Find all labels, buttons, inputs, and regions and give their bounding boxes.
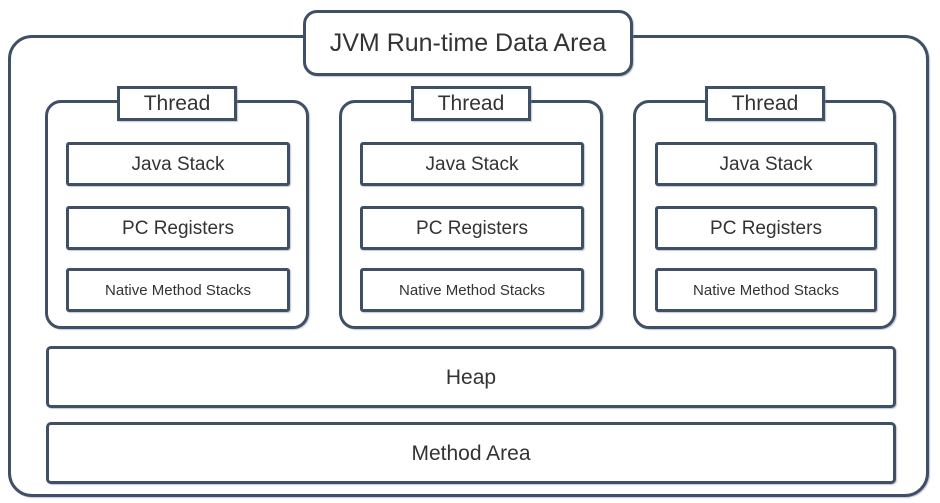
- method-area-label: Method Area: [411, 441, 531, 465]
- java-stack-box-1: Java Stack: [66, 142, 290, 186]
- thread-label-1: Thread: [143, 92, 211, 115]
- heap-box: Heap: [46, 346, 896, 408]
- thread-label-3: Thread: [731, 92, 799, 115]
- pc-registers-label-1: PC Registers: [122, 217, 234, 239]
- java-stack-box-3: Java Stack: [655, 142, 877, 186]
- java-stack-box-2: Java Stack: [360, 142, 584, 186]
- pc-registers-box-3: PC Registers: [655, 206, 877, 250]
- page-title: JVM Run-time Data Area: [329, 28, 607, 57]
- method-area-box: Method Area: [46, 422, 896, 484]
- thread-label-2: Thread: [437, 92, 505, 115]
- pc-registers-label-3: PC Registers: [710, 217, 822, 239]
- pc-registers-label-2: PC Registers: [416, 217, 528, 239]
- heap-label: Heap: [445, 365, 497, 389]
- thread-label-box-2: Thread: [411, 86, 531, 121]
- thread-label-box-3: Thread: [705, 86, 825, 121]
- native-method-stacks-box-1: Native Method Stacks: [66, 268, 290, 312]
- java-stack-label-3: Java Stack: [719, 153, 813, 175]
- native-method-stacks-label-1: Native Method Stacks: [105, 281, 251, 299]
- native-method-stacks-label-3: Native Method Stacks: [693, 281, 839, 299]
- java-stack-label-2: Java Stack: [425, 153, 519, 175]
- pc-registers-box-1: PC Registers: [66, 206, 290, 250]
- native-method-stacks-box-2: Native Method Stacks: [360, 268, 584, 312]
- pc-registers-box-2: PC Registers: [360, 206, 584, 250]
- thread-label-box-1: Thread: [117, 86, 237, 121]
- native-method-stacks-label-2: Native Method Stacks: [399, 281, 545, 299]
- native-method-stacks-box-3: Native Method Stacks: [655, 268, 877, 312]
- java-stack-label-1: Java Stack: [131, 153, 225, 175]
- diagram-title-box: JVM Run-time Data Area: [303, 10, 633, 76]
